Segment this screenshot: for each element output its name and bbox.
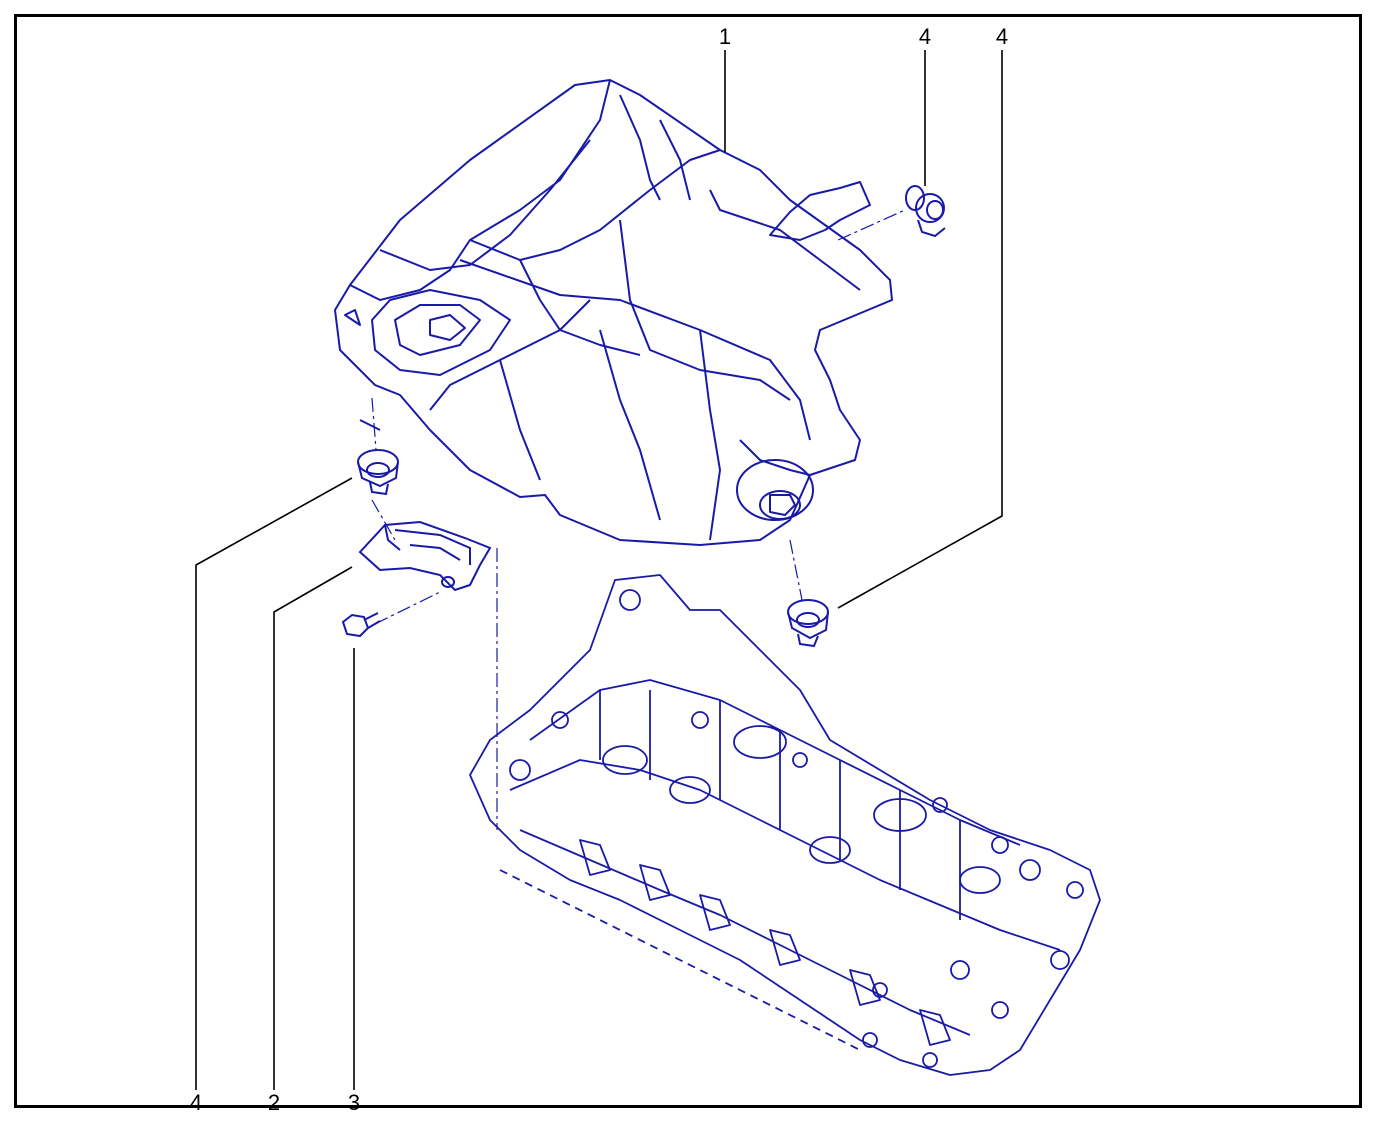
leader-4-left xyxy=(195,477,353,1090)
callout-2: 2 xyxy=(267,1090,281,1115)
callout-4-top: 4 xyxy=(918,24,932,49)
leader-2 xyxy=(273,566,353,1090)
leader-4-right xyxy=(837,50,1003,609)
diagram-frame xyxy=(14,14,1362,1108)
bracket xyxy=(358,520,492,592)
grommet-top-right xyxy=(905,185,946,238)
grommet-right-lower xyxy=(787,599,829,648)
callout-4-left: 4 xyxy=(189,1090,203,1115)
callout-4-right: 4 xyxy=(995,24,1009,49)
assembly-lines xyxy=(371,209,906,830)
callout-3: 3 xyxy=(347,1090,361,1115)
engine-cover xyxy=(334,79,893,546)
cylinder-head xyxy=(469,574,1101,1076)
grommet-left xyxy=(357,449,399,496)
leader-lines xyxy=(195,50,1003,1090)
bolt xyxy=(341,612,381,638)
callout-1: 1 xyxy=(718,24,732,49)
